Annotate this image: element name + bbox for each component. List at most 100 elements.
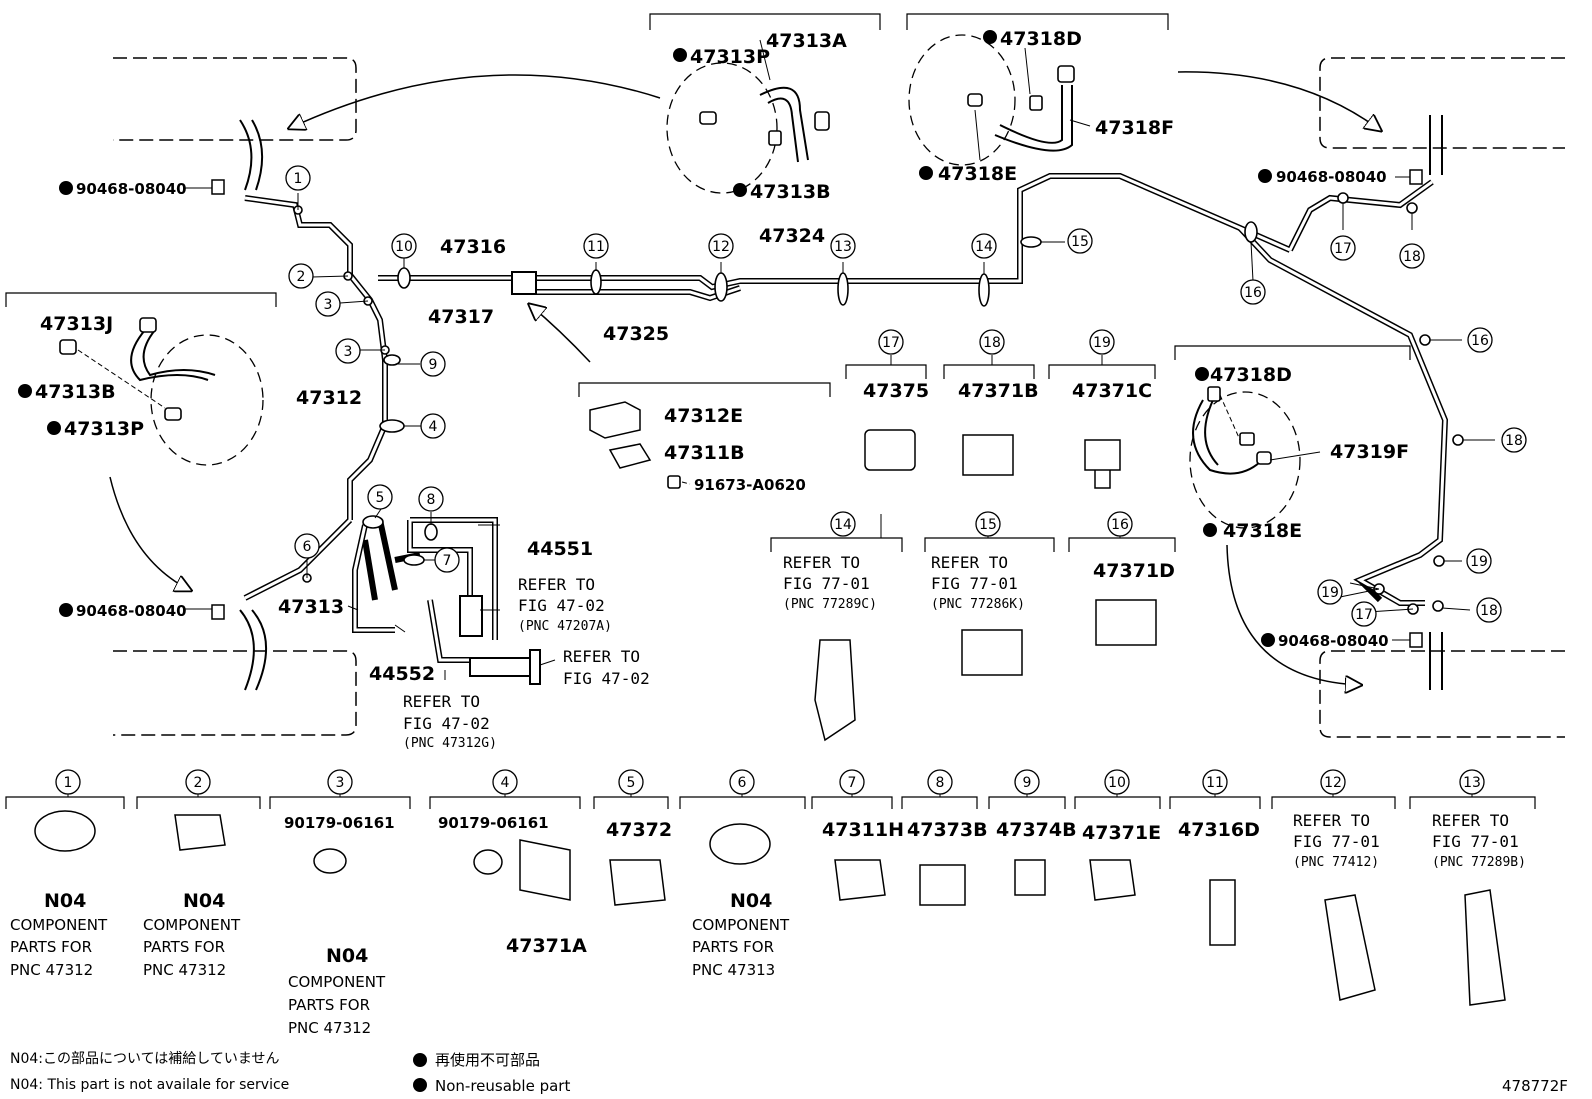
b1-code: N04	[44, 890, 86, 912]
label-44552: 44552	[369, 663, 435, 685]
bottom-brackets	[5, 796, 1536, 809]
label-44551: 44551	[527, 538, 593, 560]
refer14-line3: (PNC 77289C)	[783, 597, 877, 612]
bottom-callout-3: 3	[336, 775, 345, 791]
bottom-callout-7: 7	[848, 775, 857, 791]
b3-line2: PARTS FOR	[288, 996, 370, 1014]
label-90468-ml: 90468-08040	[76, 602, 187, 620]
callout-15: 15	[1071, 234, 1089, 250]
label-47313P-left: 47313P	[64, 418, 144, 440]
refer12-line1: REFER TO	[1293, 811, 1370, 830]
b3-line3: PNC 47312	[288, 1019, 371, 1037]
b3-part: 90179-06161	[284, 814, 395, 832]
callout-17a: 17	[1334, 241, 1352, 257]
footer-nonreuse-jp: 再使用不可部品	[435, 1051, 540, 1069]
refer15-line1: REFER TO	[931, 553, 1008, 572]
leader-lines	[77, 349, 1241, 485]
b11-part: 47316D	[1178, 819, 1260, 841]
callout-18a: 18	[1403, 249, 1421, 265]
refer1-line2: FIG 47-02	[518, 596, 605, 615]
bottom-callout-6: 6	[738, 775, 747, 791]
arrow-to-rear-left	[109, 476, 190, 590]
arrow-to-front-right	[1177, 71, 1380, 130]
arrow-to-junction	[530, 305, 591, 363]
b6-line3: PNC 47313	[692, 961, 775, 979]
label-47318E-top: 47318E	[938, 163, 1017, 185]
arrow-to-rear-right	[1226, 544, 1360, 685]
callout-7: 7	[443, 553, 452, 569]
header-14: 14	[834, 517, 852, 533]
refer-labels: REFER TO FIG 47-02 (PNC 47207A) REFER TO…	[403, 553, 1526, 870]
label-47318D-top: 47318D	[1000, 28, 1082, 50]
b10-part: 47371E	[1082, 822, 1161, 844]
refer12-line2: FIG 77-01	[1293, 832, 1380, 851]
bottom-row-labels: N04 COMPONENT PARTS FOR PNC 47312 N04 CO…	[10, 814, 1260, 1037]
b7-part: 47311H	[822, 819, 904, 841]
label-47371D: 47371D	[1093, 560, 1175, 582]
part-labels: 47313A 47313P 47313B 47318D 47318F 47318…	[35, 28, 1409, 685]
label-47313B-top: 47313B	[750, 181, 831, 203]
b6-line2: PARTS FOR	[692, 938, 774, 956]
bottom-callout-11: 11	[1206, 775, 1224, 791]
label-47312E: 47312E	[664, 405, 743, 427]
label-47371C: 47371C	[1072, 380, 1152, 402]
callout-17b: 17	[1355, 607, 1373, 623]
label-47318E-right: 47318E	[1223, 520, 1302, 542]
label-90468-tl: 90468-08040	[76, 180, 187, 198]
callout-8: 8	[427, 492, 436, 508]
refer14-line2: FIG 77-01	[783, 574, 870, 593]
label-47318F: 47318F	[1095, 117, 1174, 139]
label-47313P-top: 47313P	[690, 46, 770, 68]
callout-16b: 16	[1471, 333, 1489, 349]
label-47317: 47317	[428, 306, 494, 328]
b6-code: N04	[730, 890, 772, 912]
footer: N04:この部品については補給していません N04: This part is …	[10, 1051, 1568, 1095]
bottom-callout-8: 8	[936, 775, 945, 791]
callout-16a: 16	[1244, 285, 1262, 301]
b2-code: N04	[183, 890, 225, 912]
refer3-line2: FIG 47-02	[403, 714, 490, 733]
label-47313: 47313	[278, 596, 344, 618]
bottom-callout-10: 10	[1108, 775, 1126, 791]
b1-line1: COMPONENT	[10, 916, 108, 934]
callout-19b: 19	[1321, 585, 1339, 601]
union-symbols	[211, 169, 1423, 648]
part-icons	[34, 401, 1506, 1006]
b1-line3: PNC 47312	[10, 961, 93, 979]
callout-10: 10	[395, 239, 413, 255]
label-47324: 47324	[759, 225, 825, 247]
label-90468-tr: 90468-08040	[1276, 168, 1387, 186]
header-18: 18	[983, 335, 1001, 351]
header-17: 17	[882, 335, 900, 351]
bottom-callout-12: 12	[1324, 775, 1342, 791]
label-47313J: 47313J	[40, 313, 113, 335]
wheel-box-rear-left	[113, 650, 357, 736]
bottom-callout-1: 1	[64, 775, 73, 791]
label-47312: 47312	[296, 387, 362, 409]
footer-n04-en: N04: This part is not availale for servi…	[10, 1077, 289, 1093]
callout-numbers: 1 2 3 3 9 4 5 6 7 8 10 11 12 13 14 15 16…	[64, 171, 1523, 791]
b4-part2: 47371A	[506, 935, 587, 957]
hose-assemblies	[130, 85, 1261, 475]
b6-line1: COMPONENT	[692, 916, 790, 934]
header-15: 15	[979, 517, 997, 533]
refer2-line1: REFER TO	[563, 647, 640, 666]
junction-block	[511, 271, 537, 295]
callout-leaders	[183, 39, 1495, 680]
callout-3a: 3	[324, 297, 333, 313]
refer15-line3: (PNC 77286K)	[931, 597, 1025, 612]
bottom-leaders	[67, 355, 1473, 797]
group-brackets	[5, 13, 1411, 552]
b3-code: N04	[326, 945, 368, 967]
callout-2: 2	[297, 269, 306, 285]
footer-nonreuse-en: Non-reusable part	[435, 1077, 570, 1095]
bottom-callout-2: 2	[194, 775, 203, 791]
label-47316: 47316	[440, 236, 506, 258]
bottom-callout-5: 5	[627, 775, 636, 791]
callout-18b: 18	[1505, 433, 1523, 449]
label-47319F: 47319F	[1330, 441, 1409, 463]
b4-part: 90179-06161	[438, 814, 549, 832]
header-19: 19	[1093, 335, 1111, 351]
refer12-line3: (PNC 77412)	[1293, 855, 1379, 870]
callout-6: 6	[303, 539, 312, 555]
